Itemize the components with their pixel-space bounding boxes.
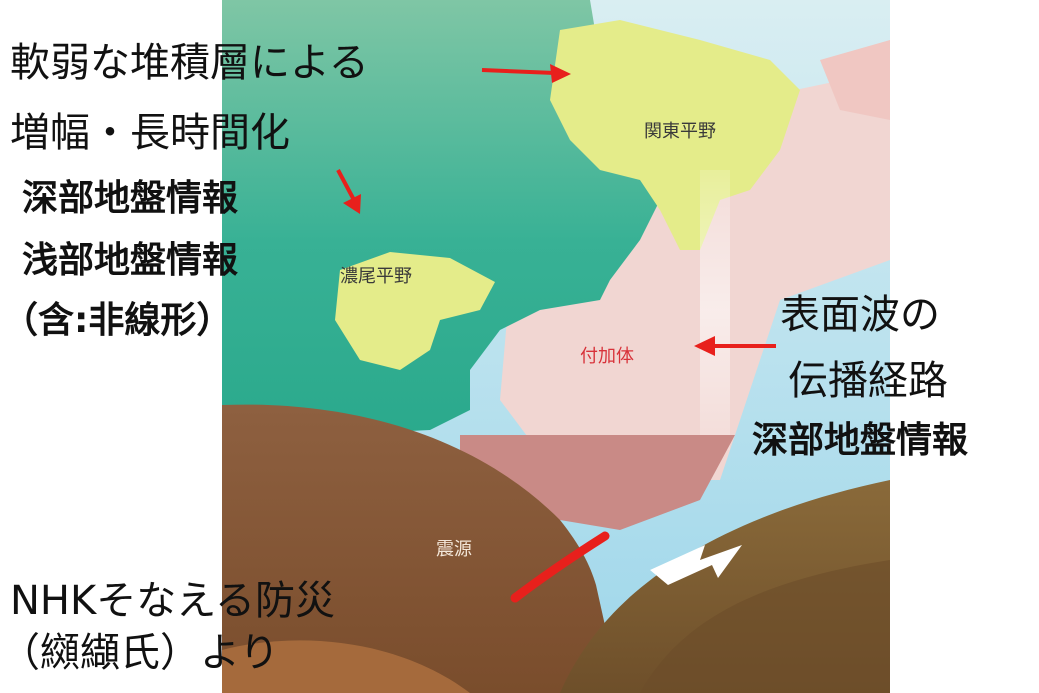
source-credit-line2: （纐纈氏）より <box>0 630 280 676</box>
continental-crust <box>222 404 620 693</box>
fault-rupture-line <box>510 531 610 603</box>
source-credit-line1: NHKそなえる防災 <box>10 578 336 624</box>
nonlinear-note-left: （含:非線形） <box>2 300 233 341</box>
upper-plate-pink-zone <box>460 435 735 530</box>
kanto-plain-label: 関東平野 <box>644 121 716 142</box>
sediment-amplification-line2: 増幅・長時間化 <box>10 110 290 156</box>
arrow-deep-info-to-land <box>336 169 356 201</box>
surface-wave-line1: 表面波の <box>780 292 940 338</box>
subduction-arrow-icon <box>650 545 742 585</box>
nobi-plain <box>335 252 495 370</box>
nobi-plain-label: 濃尾平野 <box>340 266 412 287</box>
deep-ground-info-right: 深部地盤情報 <box>752 420 969 461</box>
surface-wave-line2: 伝播経路 <box>788 358 948 404</box>
kanto-pink-stripe <box>820 40 890 120</box>
annotation-arrow-icon <box>336 64 776 356</box>
accretionary-wedge-label: 付加体 <box>580 346 634 367</box>
kanto-plain <box>550 20 800 250</box>
arrow-sediment-to-kanto <box>481 68 556 75</box>
hypocenter-label: 震源 <box>436 539 472 560</box>
slab-inner-layer <box>640 560 890 693</box>
shallow-ground-info-left: 浅部地盤情報 <box>22 240 239 281</box>
wave-path-glow <box>700 170 730 450</box>
deep-ground-info-left: 深部地盤情報 <box>22 178 239 219</box>
sediment-amplification-line1: 軟弱な堆積層による <box>10 40 369 86</box>
deep-layer <box>222 640 470 693</box>
